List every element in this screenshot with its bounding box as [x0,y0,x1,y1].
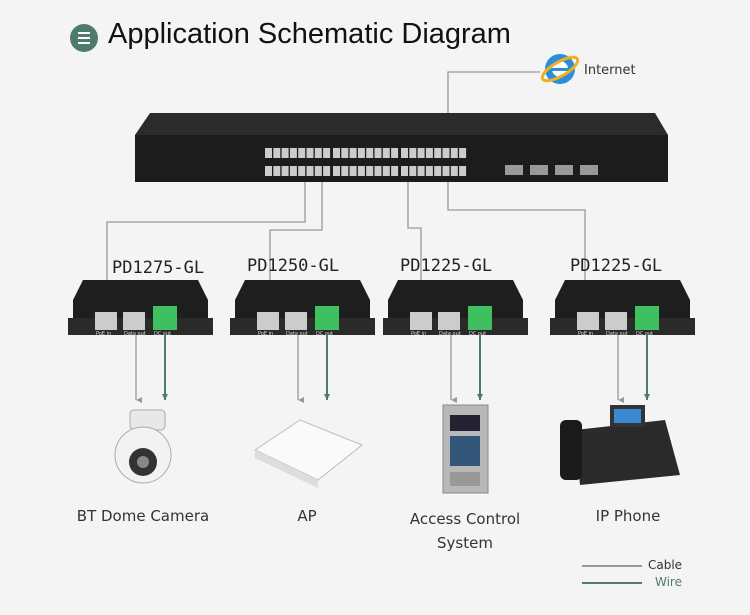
poe-in-port [257,312,279,330]
legend-cable-label: Cable [648,558,683,572]
data-out-port [605,312,627,330]
port-label: DC out [636,331,654,337]
switch-port [341,148,349,158]
port-label: Data out [286,331,308,337]
switch-port [298,166,306,176]
sfp-port [555,165,573,175]
switch-port [434,166,442,176]
port-label: DC out [154,331,172,337]
pd-model-label: PD1275-GL [112,258,205,278]
dc-out-terminal [315,306,339,330]
switch-port [391,148,399,158]
dc-out-terminal [468,306,492,330]
device-label: IP Phone [595,507,661,525]
dome-camera [114,409,172,484]
switch-port [442,166,450,176]
switch-port [314,166,322,176]
port-label: DC out [469,331,487,337]
port-label: DC out [316,331,334,337]
switch-port [366,148,374,158]
switch-port [333,166,340,176]
switch-port [323,166,331,176]
port-label: Data out [124,331,146,337]
switch-port [333,148,340,158]
internet-label: Internet [584,63,636,78]
port-label: PoE in [96,331,112,337]
switch-port [401,148,408,158]
switch-port [281,148,289,158]
switch-port [273,148,281,158]
data-out-port [438,312,460,330]
poe-in-port [95,312,117,330]
cables [106,71,586,312]
switch-port [341,166,349,176]
switch-port [265,166,272,176]
pd-model-label: PD1250-GL [247,256,340,276]
switch-port [409,166,417,176]
switch-port [281,166,289,176]
device-label: Access Control System [409,510,521,552]
switch-port [450,148,458,158]
sfp-port [580,165,598,175]
poe-switch [135,113,668,182]
port-label: Data out [606,331,628,337]
switch-port [349,166,357,176]
switch-port [289,166,297,176]
switch-port [391,166,399,176]
port-label: PoE in [411,331,427,337]
switch-port [298,148,306,158]
switch-port [314,148,322,158]
port-label: PoE in [258,331,274,337]
port-label: Data out [439,331,461,337]
pd-model-label: PD1225-GL [400,256,493,276]
switch-port [374,148,382,158]
switch-port [425,148,433,158]
access-control-panel [442,404,489,494]
switch-port [265,148,272,158]
dc-out-terminal [153,306,177,330]
access-point [253,419,363,488]
poe-in-port [410,312,432,330]
pd-model-label: PD1225-GL [570,256,663,276]
internet-icon [540,54,580,84]
switch-port [425,166,433,176]
device-label: AP [297,507,317,525]
poe-in-port [577,312,599,330]
switch-port [306,148,314,158]
page-title: Application Schematic Diagram [108,18,511,50]
ip-phone [560,405,680,485]
switch-port [417,166,425,176]
legend-wire-label: Wire [655,575,682,589]
menu-icon [70,24,98,52]
switch-port [459,166,467,176]
dc-out-terminal [635,306,659,330]
switch-port [349,148,357,158]
switch-port [434,148,442,158]
switch-port [323,148,331,158]
switch-port [374,166,382,176]
switch-port [273,166,281,176]
data-out-port [123,312,145,330]
switch-port [289,148,297,158]
sfp-port [530,165,548,175]
switch-port [459,148,467,158]
switch-port [357,166,365,176]
port-label: PoE in [578,331,594,337]
switch-port [442,148,450,158]
sfp-port [505,165,523,175]
switch-port [306,166,314,176]
switch-port [382,148,390,158]
switch-port [450,166,458,176]
device-label: BT Dome Camera [76,507,210,525]
switch-port [417,148,425,158]
data-out-port [285,312,307,330]
switch-port [382,166,390,176]
switch-port [366,166,374,176]
switch-port [409,148,417,158]
switch-port [357,148,365,158]
switch-port [401,166,408,176]
